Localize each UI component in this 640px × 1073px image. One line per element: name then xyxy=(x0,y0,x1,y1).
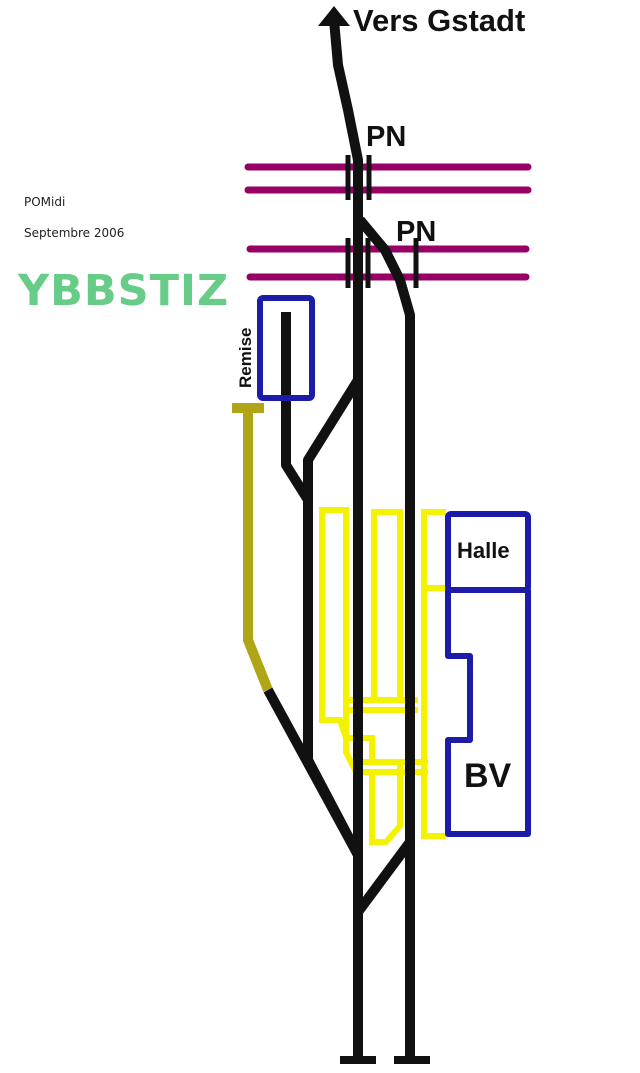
main-track-2 xyxy=(356,216,415,1060)
crossing-markers xyxy=(345,155,419,288)
engine-shed-label: Remise xyxy=(236,328,255,388)
station-building xyxy=(445,587,531,837)
shed-track xyxy=(281,312,313,503)
direction-label: Vers Gstadt xyxy=(353,3,525,38)
goods-hall-label: Halle xyxy=(457,538,510,563)
platform-outline xyxy=(319,507,403,845)
buildings xyxy=(257,295,531,837)
station-title: YBBSTIZ xyxy=(18,266,230,316)
siding-line xyxy=(243,408,273,692)
level-crossing-label-1: PN xyxy=(366,121,406,153)
engine-shed-building xyxy=(257,295,315,401)
arrow-up-icon xyxy=(318,6,350,26)
main-track-1 xyxy=(329,19,363,1060)
siding-track-black xyxy=(263,687,363,858)
crossover xyxy=(353,839,415,915)
level-crossing-label-2: PN xyxy=(396,216,436,248)
platform-outline xyxy=(371,509,403,703)
platform-outline xyxy=(421,509,446,839)
siding-track xyxy=(232,403,273,692)
station-building-label: BV xyxy=(464,757,512,795)
main-tracks xyxy=(263,19,430,1064)
platforms xyxy=(319,507,446,845)
author-label: POMidi xyxy=(24,195,66,209)
date-label: Septembre 2006 xyxy=(24,226,125,240)
